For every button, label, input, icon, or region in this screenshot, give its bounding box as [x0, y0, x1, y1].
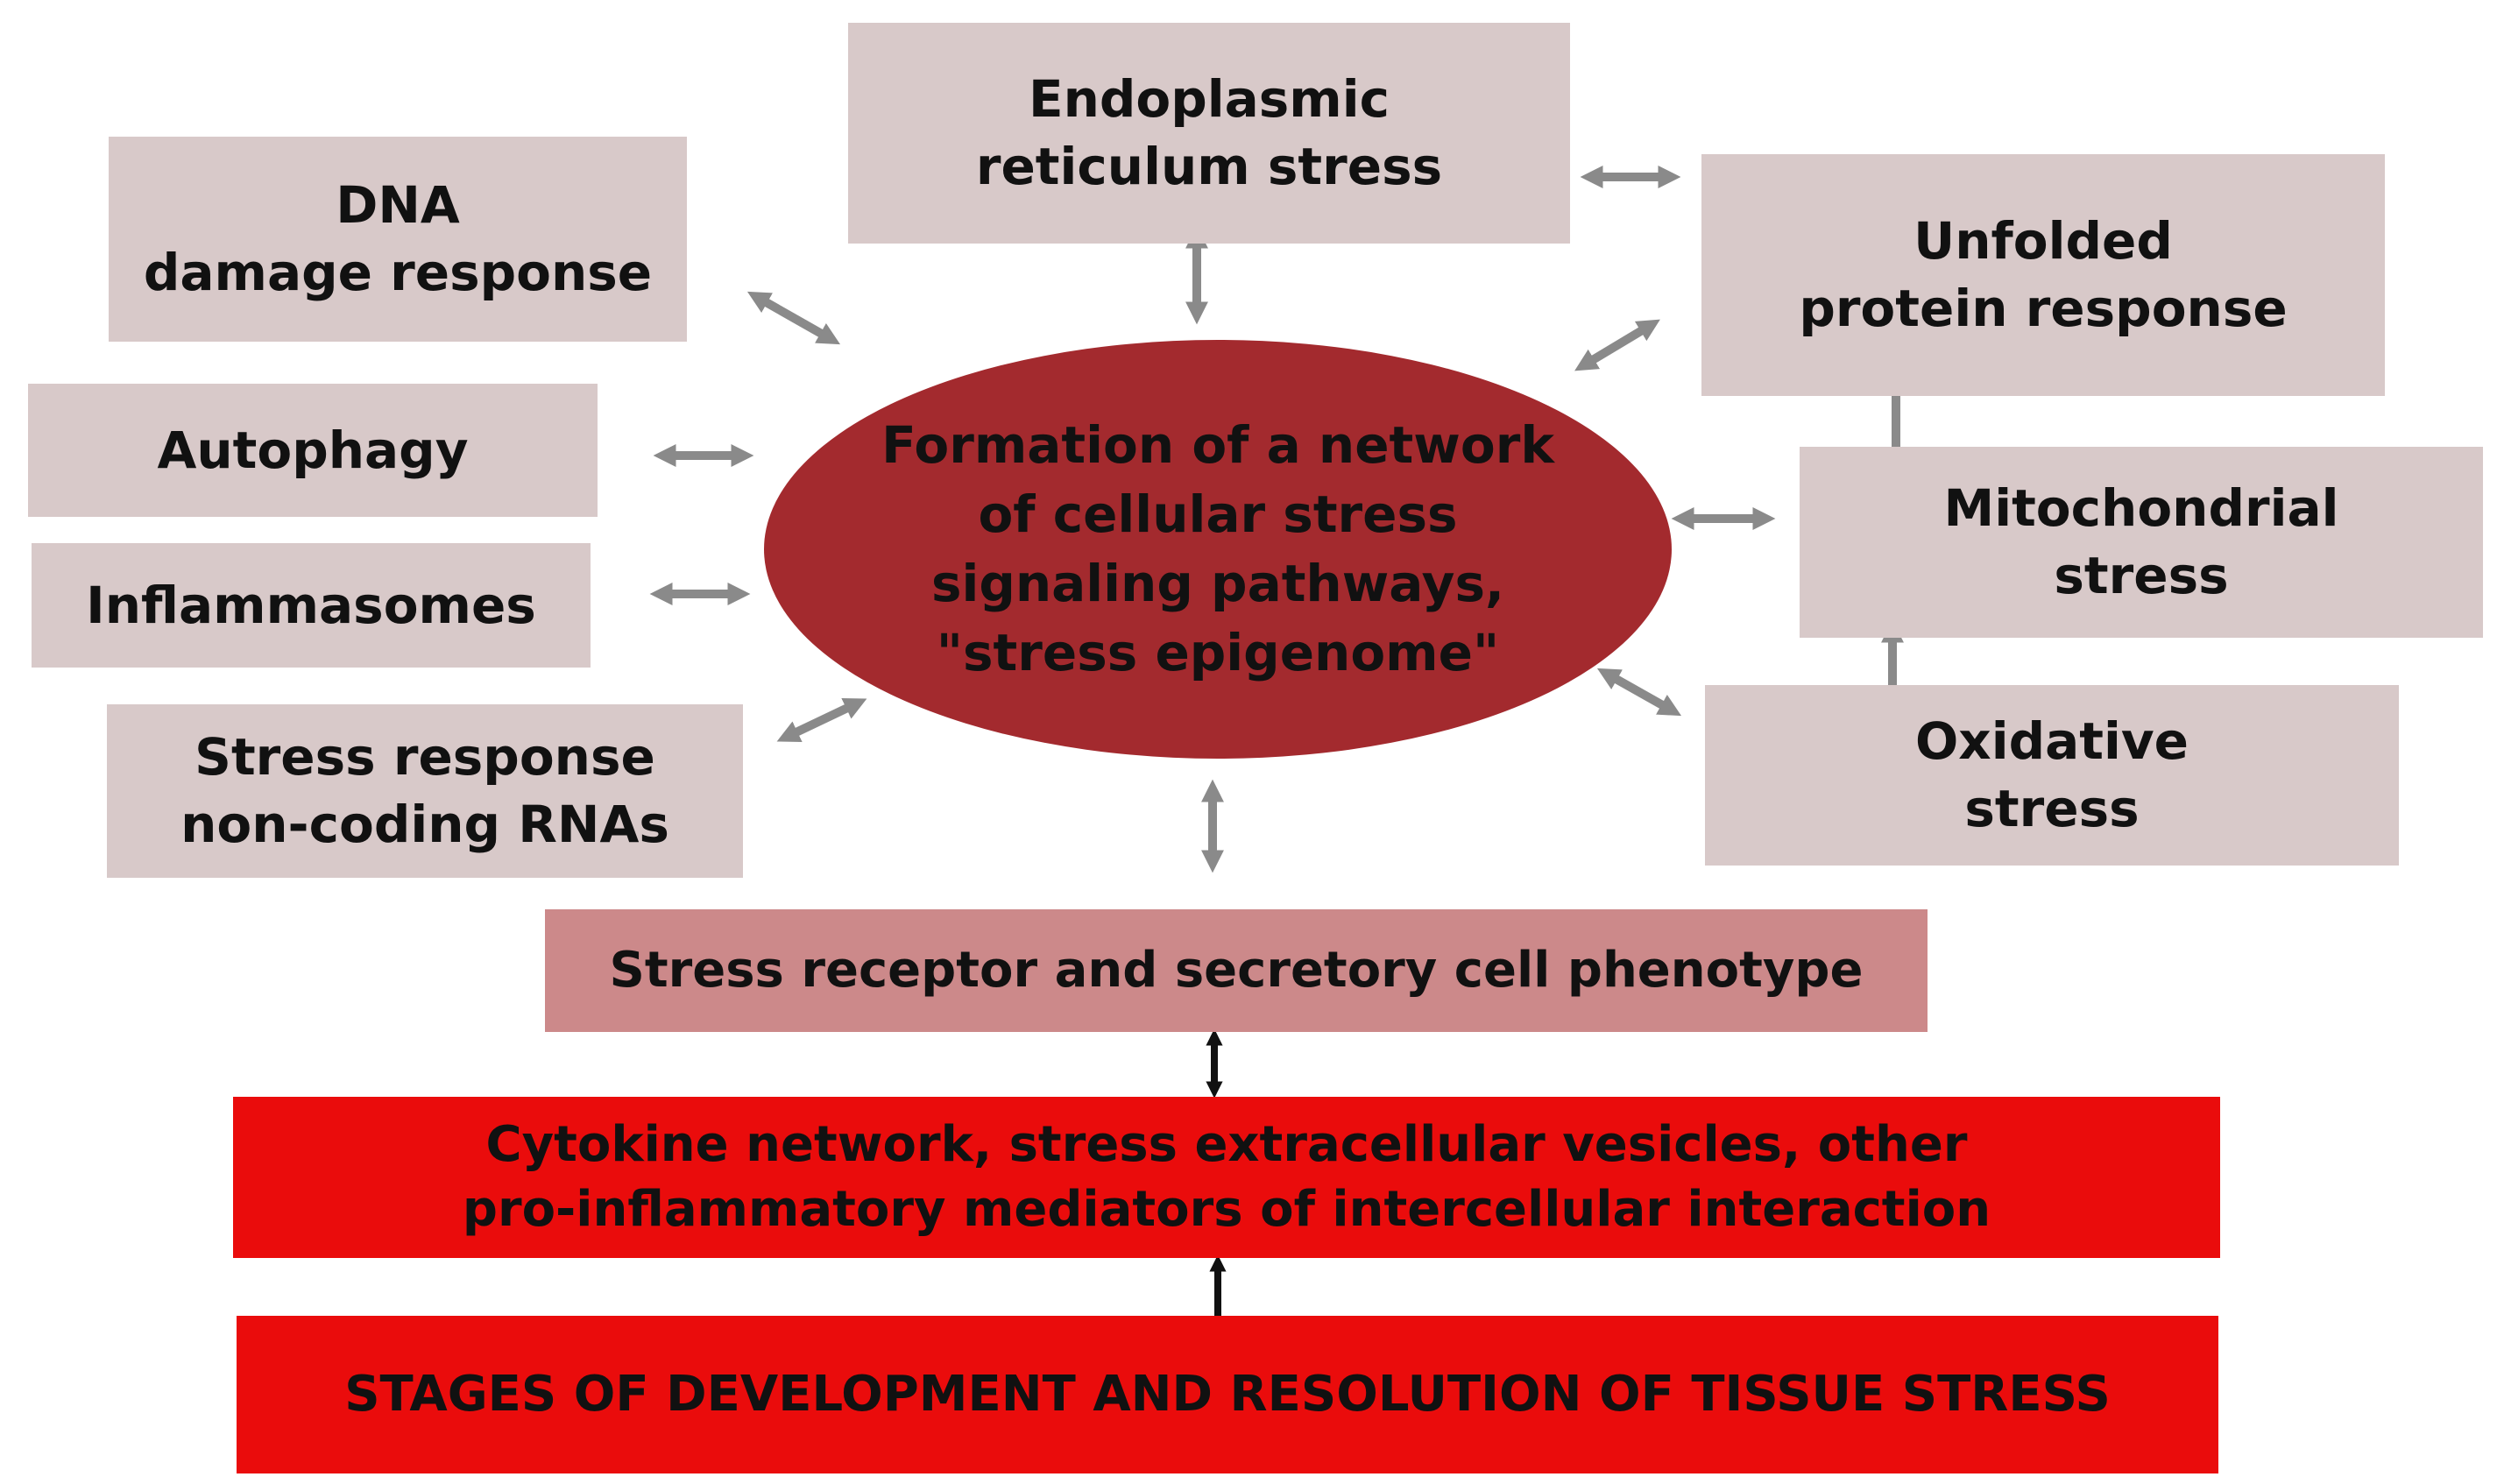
- box-oxidative: Oxidative stress: [1705, 685, 2399, 866]
- box-mitochondrial: Mitochondrial stress: [1800, 447, 2483, 638]
- box-unfolded-protein: Unfolded protein response: [1701, 154, 2385, 396]
- box-cell-phenotype: Stress receptor and secretory cell pheno…: [545, 909, 1928, 1032]
- box-cell-phenotype-label: Stress receptor and secretory cell pheno…: [609, 942, 1864, 1000]
- arrow-ncrna-center: [776, 697, 867, 743]
- center-network-ellipse: Formation of a network of cellular stres…: [764, 340, 1672, 759]
- arrow-upr-center: [1574, 319, 1660, 371]
- box-cytokine-network: Cytokine network, stress extracellular v…: [233, 1097, 2220, 1258]
- box-unfolded-protein-label: Unfolded protein response: [1799, 211, 2288, 338]
- box-autophagy-label: Autophagy: [157, 420, 469, 480]
- box-oxidative-label: Oxidative stress: [1914, 711, 2189, 838]
- box-cytokine-network-label: Cytokine network, stress extracellular v…: [462, 1116, 1991, 1238]
- box-er-stress-label: Endoplasmic reticulum stress: [975, 69, 1443, 196]
- center-network-label: Formation of a network of cellular stres…: [881, 415, 1554, 682]
- box-dna-damage-label: DNA damage response: [143, 175, 653, 302]
- box-dna-damage: DNA damage response: [109, 137, 687, 342]
- box-tissue-stress-stages-label: STAGES OF DEVELOPMENT AND RESOLUTION OF …: [344, 1366, 2111, 1424]
- box-noncoding-rnas-label: Stress response non-coding RNAs: [180, 727, 669, 854]
- box-noncoding-rnas: Stress response non-coding RNAs: [107, 704, 743, 878]
- box-inflammasomes-label: Inflammasomes: [86, 575, 536, 635]
- arrow-center-oxidative: [1596, 668, 1682, 717]
- box-autophagy: Autophagy: [28, 384, 598, 517]
- box-mitochondrial-label: Mitochondrial stress: [1943, 478, 2339, 605]
- box-inflammasomes: Inflammasomes: [32, 543, 591, 668]
- box-tissue-stress-stages: STAGES OF DEVELOPMENT AND RESOLUTION OF …: [237, 1316, 2218, 1473]
- box-er-stress: Endoplasmic reticulum stress: [848, 23, 1570, 244]
- arrow-dna-center: [746, 291, 841, 345]
